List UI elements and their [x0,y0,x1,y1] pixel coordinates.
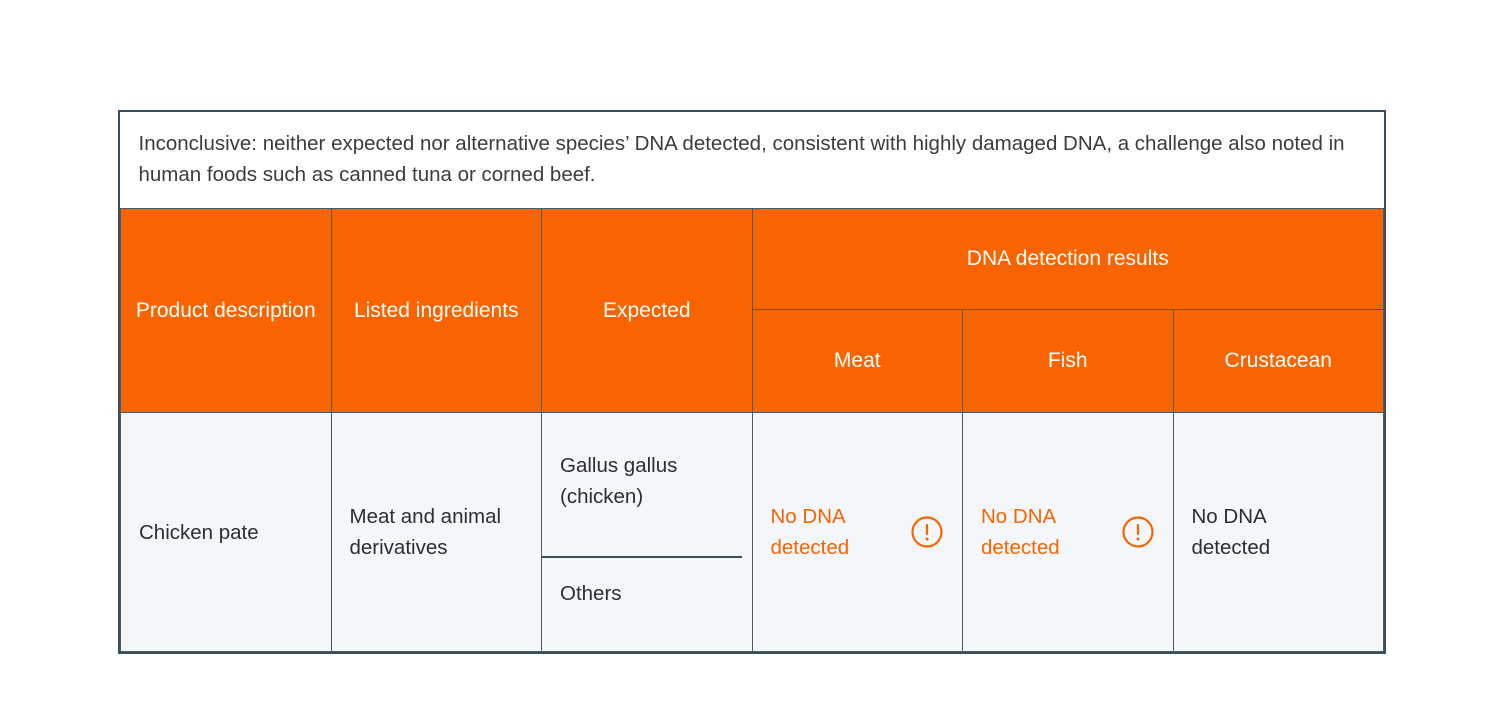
alert-circle-icon [1121,516,1154,548]
cell-listed-ingredients: Meat and animal derivatives [330,412,542,652]
result-fish-group: No DNA detected [981,501,1155,563]
result-crustacean-text: No DNA detected [1191,505,1271,559]
table-caption-text: Inconclusive: neither expected nor alter… [120,112,1384,209]
result-meat-text: No DNA detected [770,505,850,559]
column-header-meat: Meat [751,309,963,413]
cell-result-fish: No DNA detected [962,412,1174,652]
table-header-row-secondary: Meat Fish Crustacean [121,309,1384,413]
column-header-fish: Fish [962,309,1174,413]
column-header-dna-detection-results: DNA detection results [751,208,1384,310]
column-header-product-description: Product description [120,208,332,413]
expected-primary-species: Gallus gallus (chicken) [542,428,742,558]
result-meat-group: No DNA detected [771,501,945,563]
expected-secondary-species: Others [560,582,622,605]
cell-result-meat: No DNA detected [751,412,963,652]
cell-result-crustacean: No DNA detected [1172,412,1384,652]
dna-results-table-container: Inconclusive: neither expected nor alter… [118,110,1386,654]
cell-expected: Gallus gallus (chicken) Others [541,412,753,652]
table-header-row-primary: Product description Listed ingredients E… [120,208,1384,413]
result-crustacean-group: No DNA detected [1192,501,1366,563]
column-header-listed-ingredients: Listed ingredients [330,208,542,413]
table-caption-row: Inconclusive: neither expected nor alter… [120,112,1384,209]
result-fish-text: No DNA detected [981,505,1060,559]
table-row: Chicken pate Meat and animal derivatives… [120,412,1384,652]
alert-circle-icon [911,516,943,548]
dna-results-table: Inconclusive: neither expected nor alter… [120,112,1384,652]
column-header-expected: Expected [541,208,753,413]
cell-product-description: Chicken pate [120,412,332,652]
column-header-crustacean: Crustacean [1172,309,1384,413]
expected-split-group: Gallus gallus (chicken) Others [542,428,752,636]
